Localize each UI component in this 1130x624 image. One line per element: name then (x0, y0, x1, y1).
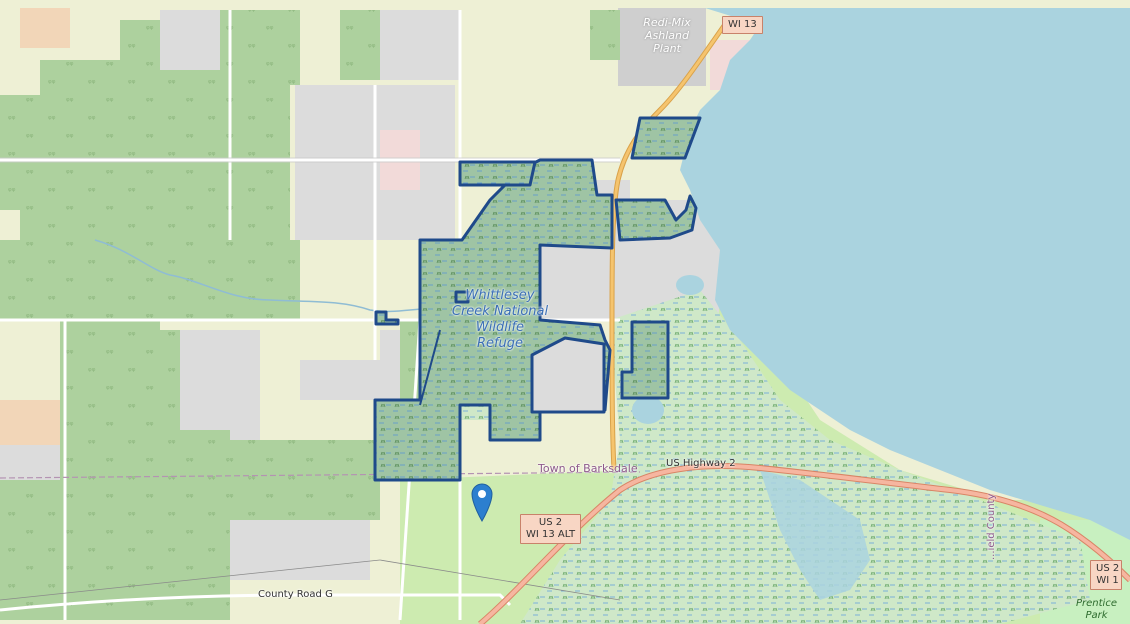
refuge-inner-cutout (530, 336, 606, 414)
industrial-area (618, 8, 706, 86)
bay-inlet (760, 470, 870, 600)
pond (632, 396, 664, 424)
refuge-parcel-small (374, 310, 400, 326)
us2-shield: US 2 WI 13 ALT (520, 514, 582, 544)
commercial-area (0, 400, 60, 445)
lake-water (680, 8, 1130, 540)
creek (94, 239, 451, 313)
us2-highway-fill (478, 464, 1130, 624)
wi1-edge-shield-line: WI 1 (1096, 575, 1119, 586)
us2-edge-shield: US 2 WI 1 (1090, 560, 1123, 590)
map-pin-icon-shape (471, 483, 493, 522)
admin-boundary (0, 471, 641, 479)
refuge-parcel-east (614, 194, 698, 242)
refuge-parcel-northeast (630, 116, 702, 160)
pond (676, 275, 704, 295)
refuge-parcel-south-east (620, 320, 670, 400)
us2-shield-line: US 2 (538, 517, 563, 528)
wi13-road-fill (610, 19, 730, 471)
map-pin-icon[interactable] (470, 482, 494, 522)
refuge-parcel-north-strip (458, 160, 537, 187)
refuge-inner-road (419, 329, 441, 406)
us2-edge-shield-line: US 2 (1096, 563, 1120, 574)
refuge-parcel-tiny (454, 290, 470, 304)
power-line (379, 559, 621, 601)
forest-areas (0, 10, 620, 620)
wi13-shield: WI 13 (722, 16, 763, 34)
commercial-area (20, 8, 70, 48)
wi13alt-shield-line: WI 13 ALT (526, 529, 576, 540)
power-line (0, 559, 381, 601)
